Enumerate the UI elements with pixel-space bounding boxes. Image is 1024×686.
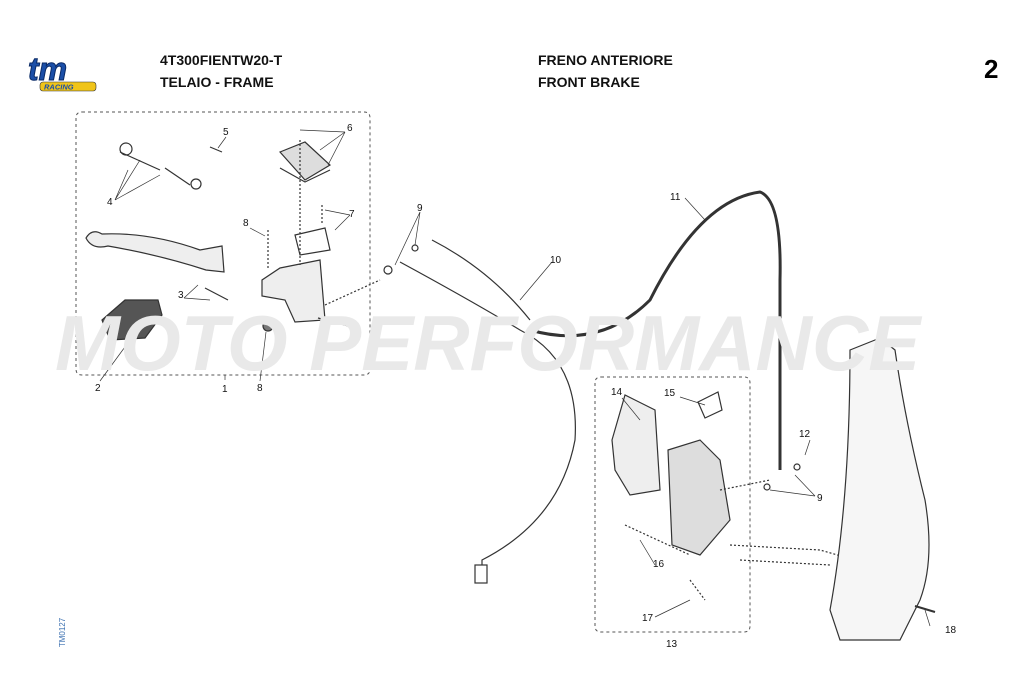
page-number: 2 bbox=[984, 54, 999, 84]
callout-numbers: 1 2 3 4 5 6 7 8 8 9 10 11 12 9 13 14 15 … bbox=[95, 123, 957, 650]
spring bbox=[164, 167, 229, 301]
callout-15: 15 bbox=[664, 388, 676, 399]
callout-4: 4 bbox=[107, 197, 113, 208]
callout-3: 3 bbox=[178, 290, 184, 301]
callout-9b: 9 bbox=[817, 493, 823, 504]
callout-10: 10 bbox=[550, 255, 562, 266]
watermark: MOTO PERFORMANCE bbox=[55, 299, 922, 387]
brake-hose-11 bbox=[529, 190, 782, 470]
svg-text:RACING: RACING bbox=[44, 83, 74, 92]
brake-pads bbox=[611, 394, 661, 496]
fork-leg bbox=[829, 337, 930, 641]
callout-11: 11 bbox=[670, 192, 681, 203]
brand-logo: tm RACING bbox=[26, 54, 106, 94]
callout-18: 18 bbox=[945, 625, 957, 636]
callout-8: 8 bbox=[243, 218, 249, 229]
title-italian: FRENO ANTERIORE bbox=[538, 52, 673, 68]
callout-1: 1 bbox=[222, 384, 228, 395]
title-english: FRONT BRAKE bbox=[538, 74, 640, 90]
callout-2: 2 bbox=[95, 383, 101, 394]
callout-9: 9 bbox=[417, 203, 423, 214]
callout-17: 17 bbox=[642, 613, 654, 624]
reservoir-cap bbox=[278, 141, 331, 181]
pin bbox=[119, 146, 223, 171]
master-cylinder bbox=[261, 259, 326, 323]
part-drawings bbox=[85, 129, 936, 641]
lever-guard bbox=[101, 299, 163, 341]
brake-caliper bbox=[667, 439, 731, 556]
callout-16: 16 bbox=[653, 559, 665, 570]
brake-lever bbox=[85, 231, 225, 273]
group-boxes bbox=[75, 111, 751, 633]
callout-5: 5 bbox=[223, 127, 229, 138]
group-title: TELAIO - FRAME bbox=[160, 74, 274, 90]
brake-hose-10 bbox=[399, 261, 576, 575]
svg-text:tm: tm bbox=[28, 54, 67, 87]
callout-13: 13 bbox=[666, 639, 678, 650]
callout-7: 7 bbox=[349, 209, 355, 220]
callout-8b: 8 bbox=[257, 383, 263, 394]
pad-spring bbox=[697, 391, 723, 419]
model-code: 4T300FIENTW20-T bbox=[160, 52, 283, 68]
tm-logo-icon: tm RACING bbox=[28, 54, 97, 92]
callout-12: 12 bbox=[799, 429, 811, 440]
callout-14: 14 bbox=[611, 387, 623, 398]
callout-6: 6 bbox=[347, 123, 353, 134]
